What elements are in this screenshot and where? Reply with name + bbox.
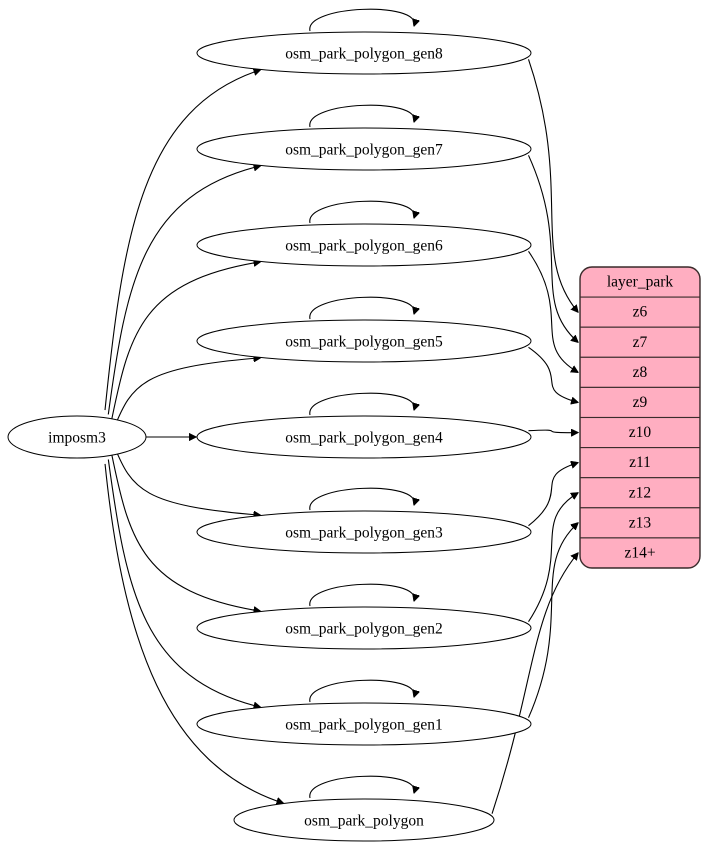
self-loop-base xyxy=(309,775,415,799)
self-loop-gen5 xyxy=(309,296,415,320)
node-gen6[interactable] xyxy=(196,223,532,267)
node-label-gen6: osm_park_polygon_gen6 xyxy=(285,238,443,255)
table-row-label-z9: z9 xyxy=(633,394,648,411)
node-gen3[interactable] xyxy=(196,510,532,554)
self-loop-gen3 xyxy=(309,487,415,511)
node-label-base: osm_park_polygon xyxy=(304,813,424,830)
node-gen7[interactable] xyxy=(196,127,532,171)
self-loop-gen7 xyxy=(309,104,415,128)
node-label-gen8: osm_park_polygon_gen8 xyxy=(285,46,443,63)
edges-nodes-to-table xyxy=(491,59,578,814)
table-row-label-z7: z7 xyxy=(633,334,648,351)
edge-gen8-to-z6 xyxy=(527,59,578,312)
node-gen1[interactable] xyxy=(196,702,532,746)
table-row-label-z14+: z14+ xyxy=(624,544,655,561)
table-header-label: layer_park xyxy=(607,274,674,291)
table-row-z9 xyxy=(580,386,700,419)
table-row-z10 xyxy=(580,416,700,449)
edge-imposm3-to-gen2 xyxy=(111,453,261,612)
self-loop-gen1 xyxy=(309,679,415,703)
table-row-z13 xyxy=(580,507,700,539)
edge-gen3-to-z11 xyxy=(528,463,578,527)
table-row-z14+ xyxy=(580,537,700,568)
table-row-z7 xyxy=(580,326,700,358)
edge-imposm3-to-base xyxy=(104,463,283,803)
node-label-gen3: osm_park_polygon_gen3 xyxy=(285,525,443,542)
table-row-label-z8: z8 xyxy=(633,364,648,381)
edge-gen5-to-z9 xyxy=(528,346,578,402)
node-imposm3[interactable] xyxy=(7,415,147,459)
edge-gen6-to-z8 xyxy=(528,250,578,372)
edge-base-to-z14+ xyxy=(491,553,578,814)
edge-imposm3-to-gen5 xyxy=(113,358,260,429)
node-label-gen4: osm_park_polygon_gen4 xyxy=(285,430,443,447)
self-loop-gen2 xyxy=(309,583,415,607)
node-label-imposm3: imposm3 xyxy=(48,430,106,447)
node-label-gen5: osm_park_polygon_gen5 xyxy=(285,334,443,351)
node-base[interactable] xyxy=(233,798,495,842)
table-row-z11 xyxy=(580,447,700,479)
node-ellipses: osm_park_polygon_gen8 osm_park_polygon_ge… xyxy=(7,31,532,842)
table-row-label-z11: z11 xyxy=(629,454,651,471)
table-outline xyxy=(579,266,701,569)
layer-park-table: layer_park z6 z7 z8 z9 z10 z11 z12 z13 z14+ xyxy=(579,266,701,569)
table-row-label-z6: z6 xyxy=(633,304,648,321)
edge-imposm3-to-gen6 xyxy=(110,262,261,421)
self-loop-gen6 xyxy=(309,200,415,224)
node-gen5[interactable] xyxy=(196,319,532,363)
self-loop-gen4 xyxy=(309,392,415,416)
edge-gen4-to-z10 xyxy=(528,430,578,433)
edge-gen2-to-z12 xyxy=(528,493,578,622)
edge-imposm3-to-gen1 xyxy=(107,459,260,708)
edge-gen7-to-z7 xyxy=(527,155,578,342)
table-rows: layer_park z6 z7 z8 z9 z10 z11 z12 z13 z14+ xyxy=(580,267,700,568)
node-label-gen2: osm_park_polygon_gen2 xyxy=(285,621,443,638)
edge-gen1-to-z13 xyxy=(527,523,578,718)
table-row-label-z13: z13 xyxy=(629,514,652,531)
node-gen2[interactable] xyxy=(196,606,532,650)
node-label-gen1: osm_park_polygon_gen1 xyxy=(285,717,443,734)
table-row-z12 xyxy=(580,477,700,509)
node-gen8[interactable] xyxy=(196,31,532,75)
node-gen4[interactable] xyxy=(196,415,532,459)
self-loop-edges xyxy=(309,8,415,799)
self-loop-gen8 xyxy=(309,8,415,32)
edges-imposm3-to-nodes xyxy=(104,70,283,803)
edge-imposm3-to-gen7 xyxy=(107,166,260,415)
node-label-gen7: osm_park_polygon_gen7 xyxy=(285,142,443,159)
edge-imposm3-to-gen3 xyxy=(113,445,260,515)
table-row-label-z12: z12 xyxy=(629,484,651,501)
edge-imposm3-to-gen8 xyxy=(104,70,260,411)
table-row-label-z10: z10 xyxy=(629,424,652,441)
